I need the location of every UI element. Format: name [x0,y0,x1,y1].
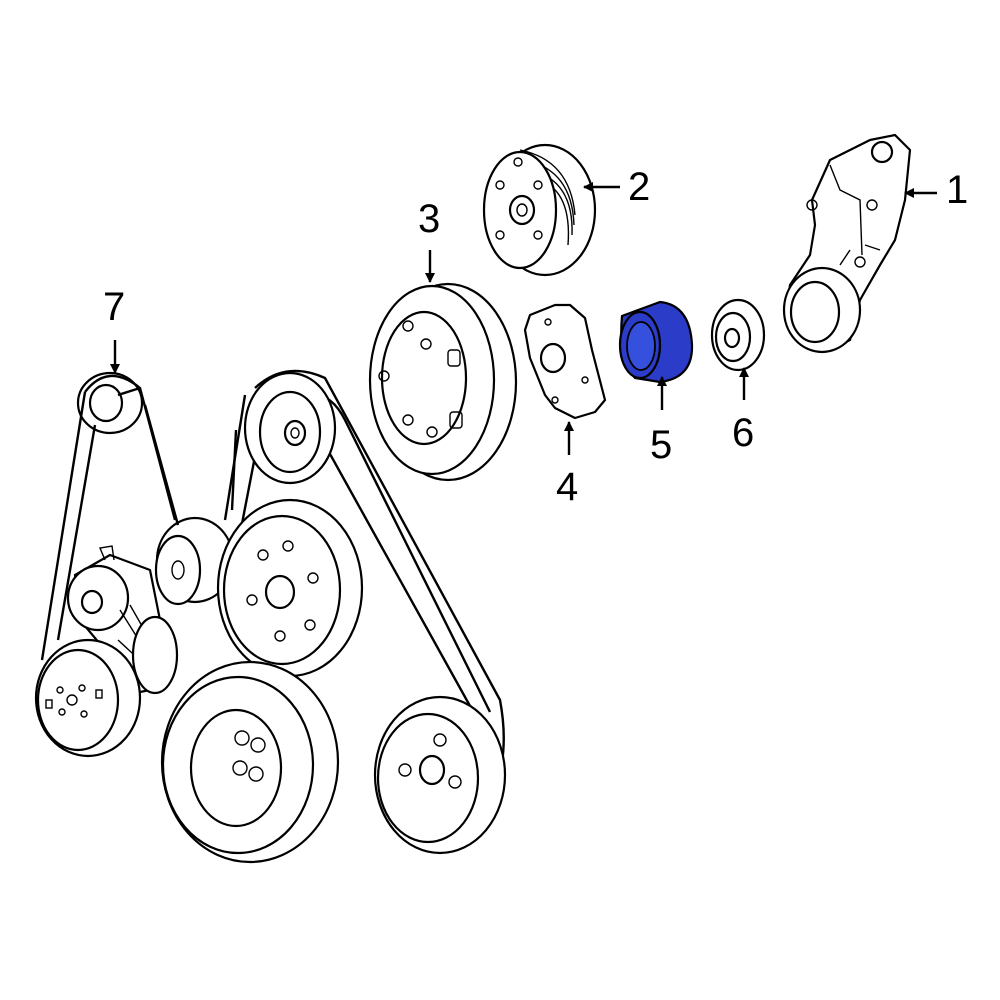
belt-tensioner [66,545,179,697]
callout-6: 6 [732,411,754,455]
part-6-washer [710,298,766,372]
part-3-pulley [368,282,518,482]
part-1-mounting-bracket [782,133,912,354]
small-idler-pulley [154,516,235,606]
belt-drive-assembly [34,369,507,864]
callout-1: 1 [946,168,968,212]
idler-pulley-upper [243,371,337,485]
part-2-grooved-pulley [482,143,597,277]
lower-idler-pulley [373,695,507,855]
callout-2: 2 [628,165,650,209]
callout-3: 3 [418,197,440,241]
water-pump-pulley [216,498,364,678]
part-5-bearing [618,300,694,384]
crankshaft-pulley [160,660,340,864]
idler-pulley-top [76,371,144,435]
callout-5: 5 [650,423,672,467]
callouts: 1 2 3 4 5 6 7 [103,165,968,509]
callout-7: 7 [103,285,125,329]
callout-4: 4 [556,465,578,509]
part-4-hub-plate [523,303,607,420]
alternator-pulley [34,638,142,758]
